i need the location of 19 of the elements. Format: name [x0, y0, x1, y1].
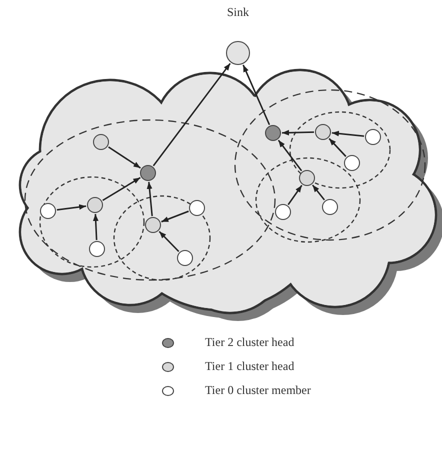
arrow: [328, 138, 346, 157]
arrow: [146, 182, 153, 216]
arrow: [288, 184, 302, 206]
arrow: [152, 62, 231, 166]
arrow: [312, 184, 325, 200]
legend-label: Tier 0 cluster member: [205, 383, 311, 398]
arrow: [102, 177, 141, 201]
legend-label: Tier 1 cluster head: [205, 359, 294, 374]
arrow: [108, 146, 141, 169]
arrow: [161, 210, 189, 222]
arrow: [332, 130, 364, 137]
legend-label: Tier 2 cluster head: [205, 335, 294, 350]
arrow: [158, 230, 180, 252]
arrow: [56, 204, 86, 211]
arrow: [282, 130, 314, 136]
arrow: [242, 64, 270, 126]
node-label: Sink: [227, 5, 249, 20]
arrow: [92, 214, 99, 240]
arrow: [278, 140, 302, 172]
